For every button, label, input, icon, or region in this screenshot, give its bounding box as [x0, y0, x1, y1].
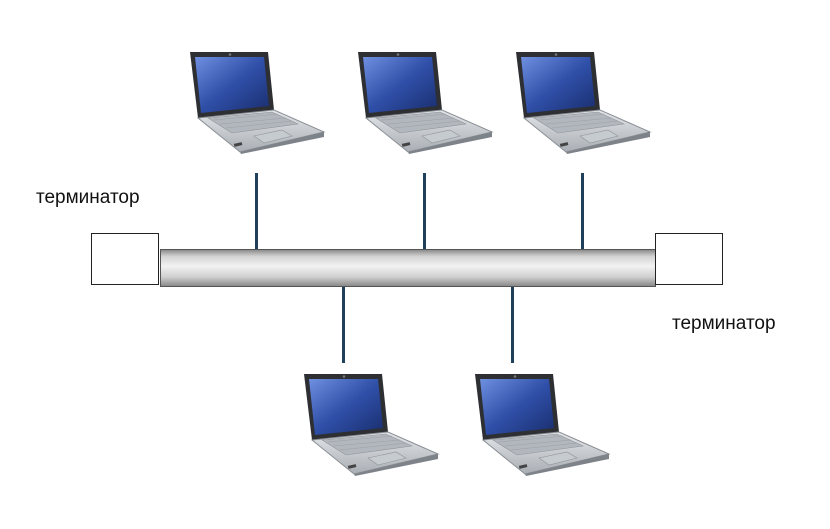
connection-line	[581, 173, 584, 250]
terminator-left	[91, 233, 159, 285]
connection-line	[342, 286, 345, 363]
connection-line	[511, 286, 514, 363]
laptop-icon	[515, 51, 651, 154]
bus-cable	[160, 249, 656, 287]
laptop-icon	[303, 373, 439, 476]
laptop-icon	[189, 51, 325, 154]
terminator-right	[655, 233, 723, 285]
laptop-icon	[474, 373, 610, 476]
connection-line	[423, 173, 426, 250]
terminator-label-left: терминатор	[36, 187, 140, 208]
terminator-label-right: терминатор	[672, 313, 776, 334]
connection-line	[255, 173, 258, 250]
laptop-icon	[357, 51, 493, 154]
